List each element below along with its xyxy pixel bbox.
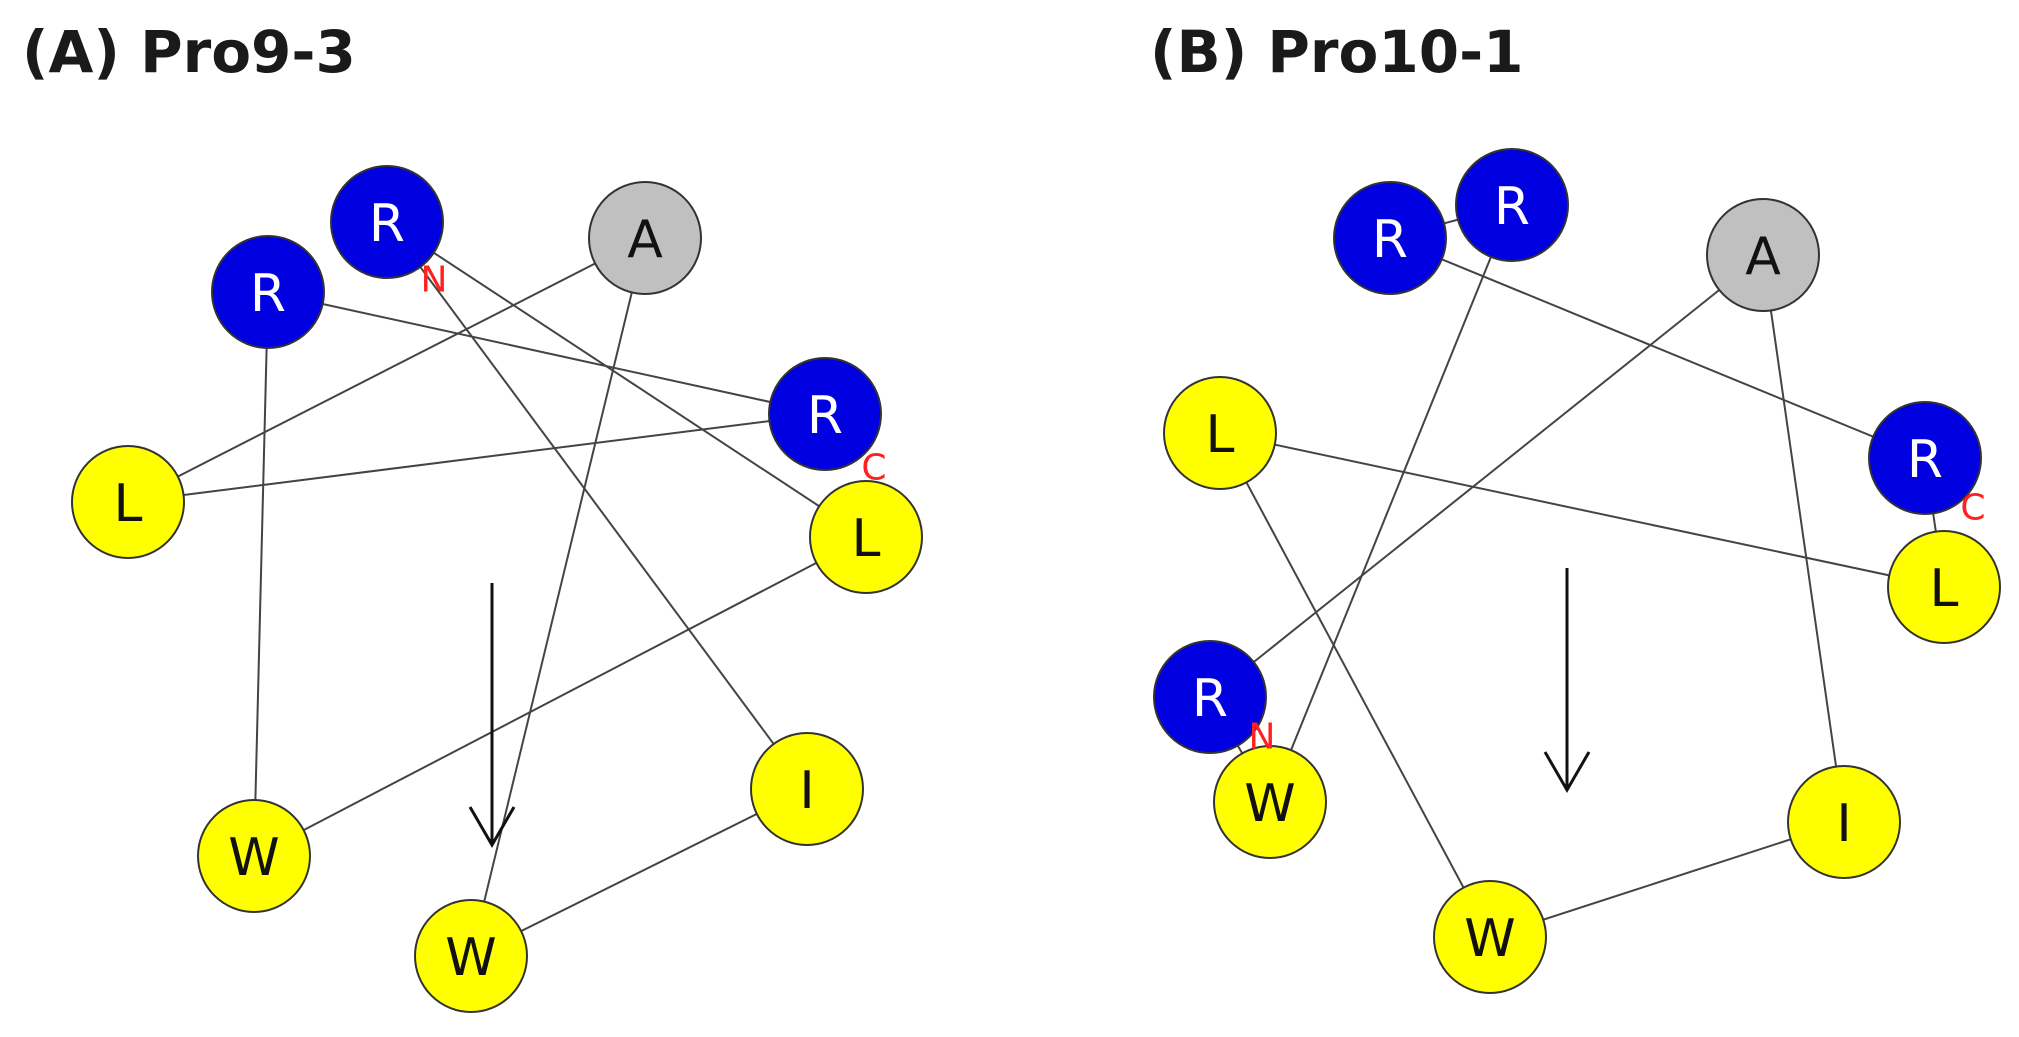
- residue-letter: A: [627, 210, 663, 270]
- residue-r: R: [1153, 640, 1267, 754]
- residue-circle: [1153, 640, 1267, 754]
- residue-letter: R: [1907, 430, 1943, 490]
- residue-letter: I: [799, 761, 814, 821]
- residue-letter: R: [1192, 669, 1228, 729]
- residue-r: R: [1868, 401, 1982, 515]
- connection-line: [1269, 204, 1513, 803]
- residue-circle: [1787, 765, 1901, 879]
- residue-circle: [809, 480, 923, 594]
- residue-circle: [1455, 148, 1569, 262]
- n-terminus-label: N: [1249, 717, 1276, 758]
- residue-letter: R: [1372, 210, 1408, 270]
- residue-l: L: [809, 480, 923, 594]
- residue-r: R: [1455, 148, 1569, 262]
- residue-circle: [71, 445, 185, 559]
- connection-line: [127, 413, 826, 503]
- panel-b-title: (B) Pro10-1: [1150, 18, 1524, 86]
- residue-circle: [750, 732, 864, 846]
- residue-w: W: [197, 799, 311, 913]
- panel-a-title: (A) Pro9-3: [22, 18, 356, 86]
- residue-letter: W: [228, 828, 279, 888]
- connection-line: [386, 221, 867, 538]
- residue-circle: [1706, 198, 1820, 312]
- residue-letter: R: [807, 386, 843, 446]
- connection-line: [253, 291, 269, 857]
- connection-line: [1219, 432, 1491, 938]
- connection-line: [253, 536, 867, 857]
- connection-line: [1209, 254, 1764, 698]
- residue-circle: [414, 899, 528, 1013]
- residue-i: I: [750, 732, 864, 846]
- residue-r: R: [768, 357, 882, 471]
- residue-a: A: [588, 181, 702, 295]
- residue-i: I: [1787, 765, 1901, 879]
- helical-wheel-panel-a: R R A R L L W W I N C: [71, 165, 923, 1013]
- residue-w: W: [414, 899, 528, 1013]
- helical-wheel-panel-b: R R A L R R L W W I N C: [1153, 148, 2001, 994]
- helix-connection-lines: [1209, 204, 1945, 938]
- connection-line: [1489, 821, 1845, 938]
- residue-letter: I: [1836, 794, 1851, 854]
- hydrophobic-moment-arrow: [1543, 568, 1591, 793]
- residue-w: W: [1433, 880, 1547, 994]
- residue-circle: [1213, 745, 1327, 859]
- residue-letter: L: [1206, 405, 1235, 465]
- residue-circle: [211, 235, 325, 349]
- residue-letter: L: [114, 474, 143, 534]
- residue-letter: W: [1464, 909, 1515, 969]
- c-terminus-label: C: [861, 448, 886, 489]
- residue-letter: R: [250, 264, 286, 324]
- residue-l: L: [1163, 376, 1277, 490]
- residue-circle: [197, 799, 311, 913]
- residue-letter: W: [1244, 774, 1295, 834]
- connection-line: [386, 221, 808, 790]
- residue-r: R: [330, 165, 444, 279]
- connection-line: [1389, 237, 1926, 459]
- residue-circle: [1163, 376, 1277, 490]
- hydrophobic-moment-arrow: [468, 583, 516, 848]
- residue-w: W: [1213, 745, 1327, 859]
- residue-r: R: [211, 235, 325, 349]
- residue-circle: [1887, 530, 2001, 644]
- helix-connection-lines: [127, 221, 867, 957]
- residue-letter: W: [445, 928, 496, 988]
- connection-line: [267, 291, 826, 415]
- residue-circle: [588, 181, 702, 295]
- c-terminus-label: C: [1960, 488, 1985, 529]
- residue-letter: R: [1494, 177, 1530, 237]
- residue-letter: R: [369, 194, 405, 254]
- connection-line: [470, 237, 646, 957]
- residue-circle: [1433, 880, 1547, 994]
- residue-circle: [1333, 181, 1447, 295]
- residue-circle: [330, 165, 444, 279]
- residue-circle: [1868, 401, 1982, 515]
- residue-r: R: [1333, 181, 1447, 295]
- residue-a: A: [1706, 198, 1820, 312]
- connection-line: [127, 237, 646, 503]
- residue-letter: L: [852, 509, 881, 569]
- residue-letter: A: [1745, 227, 1781, 287]
- residue-l: L: [71, 445, 185, 559]
- connection-line: [1762, 254, 1845, 823]
- residue-l: L: [1887, 530, 2001, 644]
- n-terminus-label: N: [421, 260, 448, 301]
- connection-line: [470, 788, 808, 957]
- connection-line: [1219, 432, 1945, 588]
- residue-circle: [768, 357, 882, 471]
- residue-letter: L: [1930, 559, 1959, 619]
